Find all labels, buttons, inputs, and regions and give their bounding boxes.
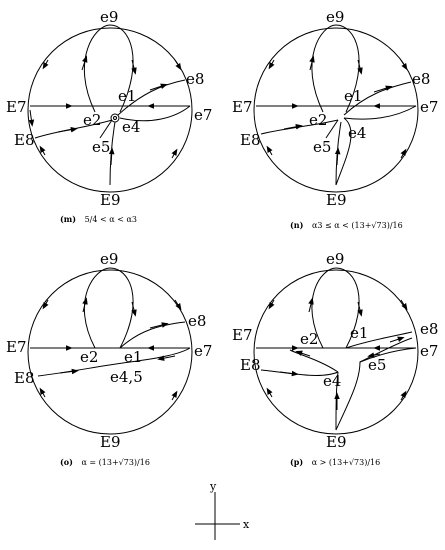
caption-condition: α3 ≤ α < (13+√73)/16: [312, 221, 403, 230]
y-axis-label: y: [209, 480, 217, 493]
svg-text:(n) α3 ≤ α < (13+√73)/16: (n) α3 ≤ α < (13+√73)/16: [290, 220, 403, 230]
caption-tag: (o): [60, 457, 73, 467]
label-E9: E9: [326, 433, 347, 451]
panel-m: e9 E9 E7 E8 e7 e8 e1 e2 e4 e5 (m) 5/4 < …: [6, 8, 212, 224]
label-e45: e4,5: [110, 368, 143, 386]
caption-condition: 5/4 < α < α3: [85, 215, 137, 224]
label-e7: e7: [420, 98, 438, 116]
poincare-circle: [253, 27, 419, 193]
label-e2: e2: [80, 348, 98, 366]
label-e1: e1: [124, 348, 142, 366]
label-e9: e9: [326, 250, 344, 268]
x-axis-label: x: [243, 518, 250, 531]
poincare-circle: [27, 269, 193, 435]
poincare-circle: [253, 269, 419, 435]
label-E9: E9: [100, 191, 121, 209]
homoclinic-loop: [83, 267, 134, 349]
label-E7: E7: [232, 326, 253, 344]
label-e7: e7: [194, 342, 212, 360]
label-e5: e5: [368, 356, 386, 374]
label-e4: e4: [348, 124, 366, 142]
caption-condition: α = (13+√73)/16: [81, 458, 149, 467]
svg-text:(p) α > (13+√73)/16: (p) α > (13+√73)/16: [290, 457, 380, 467]
label-e8: e8: [186, 70, 204, 88]
label-e8: e8: [420, 320, 438, 338]
trajectory-to-e5: [99, 119, 113, 139]
label-E7: E7: [232, 98, 253, 116]
label-e8: e8: [412, 70, 430, 88]
label-e2: e2: [83, 111, 101, 129]
label-e2: e2: [309, 111, 327, 129]
label-e8: e8: [188, 312, 206, 330]
label-E8: E8: [240, 131, 261, 149]
label-e9: e9: [326, 8, 344, 26]
label-e1: e1: [350, 324, 368, 342]
panel-p: e9 E9 E7 E8 e7 e8 e1 e2 e4 e5 (p) α > (1…: [232, 250, 438, 467]
label-e4: e4: [323, 372, 341, 390]
label-e9: e9: [100, 250, 118, 268]
caption-tag: (p): [290, 457, 303, 467]
caption-condition: α > (13+√73)/16: [312, 458, 380, 467]
label-E7: E7: [6, 98, 27, 116]
trajectory-from-E9: [109, 121, 116, 186]
label-E9: E9: [100, 433, 121, 451]
panel-n: e9 E9 E7 E8 e7 e8 e1 e2 e4 e5 (n) α3 ≤ α…: [232, 8, 438, 230]
caption-tag: (m): [60, 214, 76, 224]
label-e7: e7: [420, 342, 438, 360]
focus-e4: [110, 113, 120, 123]
panel-o: e9 E9 E7 E8 e7 e8 e1 e2 e4,5 (o) α = (13…: [6, 250, 212, 467]
axes-key: y x: [195, 480, 250, 540]
label-E8: E8: [14, 369, 35, 387]
svg-text:(m) 5/4 < α < α3: (m) 5/4 < α < α3: [60, 214, 137, 224]
label-e1: e1: [118, 87, 136, 105]
label-E9: E9: [326, 191, 347, 209]
label-E8: E8: [240, 356, 261, 374]
label-E8: E8: [14, 131, 35, 149]
label-e7: e7: [194, 106, 212, 124]
label-e2: e2: [300, 330, 318, 348]
label-e9: e9: [100, 8, 118, 26]
label-E7: E7: [6, 338, 27, 356]
label-e5: e5: [313, 138, 331, 156]
svg-text:(o) α = (13+√73)/16: (o) α = (13+√73)/16: [60, 457, 150, 467]
label-e1: e1: [344, 87, 362, 105]
caption-tag: (n): [290, 220, 304, 230]
label-e5: e5: [92, 138, 110, 156]
trajectory-to-e8: [117, 79, 186, 116]
poincare-circle: [27, 27, 193, 193]
label-e4: e4: [122, 118, 140, 136]
